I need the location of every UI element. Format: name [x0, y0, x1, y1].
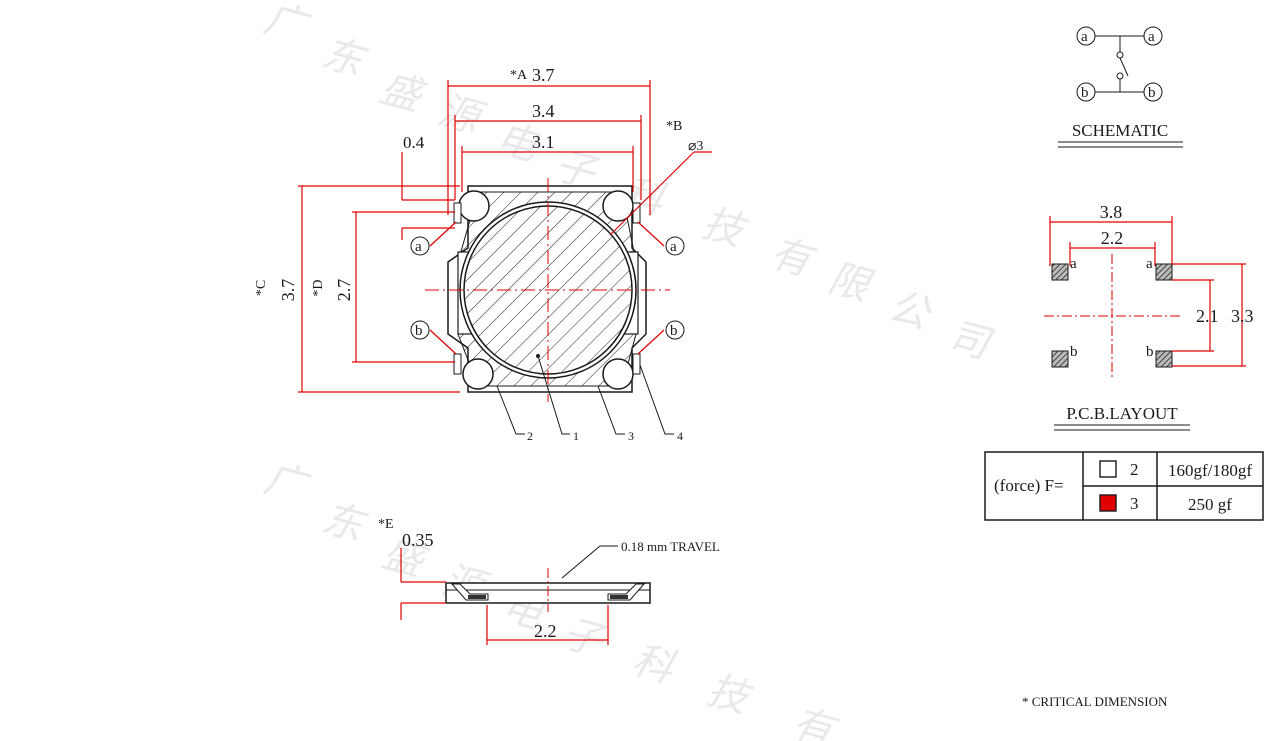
callout-leader-1 — [537, 355, 570, 435]
corner-bump — [458, 190, 490, 222]
pcb-pad — [1051, 350, 1069, 368]
pcb-b-left: b — [1070, 344, 1078, 360]
pcb-pad — [1155, 263, 1173, 281]
watermark-char: 源 — [433, 87, 489, 143]
force-code-2: 2 — [1130, 460, 1139, 479]
travel-leader — [561, 545, 618, 579]
switch-lever — [1119, 57, 1129, 77]
watermark-char: 盛 — [375, 65, 430, 121]
svg-text:a: a — [670, 239, 677, 255]
svg-text:a: a — [415, 239, 422, 255]
callout-3: 3 — [628, 429, 634, 443]
pcb-b-right: b — [1146, 344, 1154, 360]
pcb-pad — [1155, 350, 1173, 368]
dim-c-value: 3.7 — [278, 279, 298, 302]
terminal-label-a-left: a — [410, 236, 430, 256]
dim-a-value: 3.7 — [532, 65, 555, 85]
pcb-a-right: a — [1146, 256, 1153, 272]
pcb-dim-33: 3.3 — [1231, 306, 1254, 326]
pcb-dim-22: 2.2 — [1101, 228, 1124, 248]
callout-2: 2 — [527, 429, 533, 443]
pcb-layout: 3.8 2.2 a a b b 2.1 3.3 P.C.B.LAYOUT — [1044, 202, 1254, 431]
schematic-b-right: b — [1148, 85, 1156, 101]
terminal-tab — [453, 353, 462, 375]
force-table: (force) F= 2 160gf/180gf 3 250 gf — [984, 451, 1264, 521]
terminal-tab — [632, 353, 641, 375]
svg-text:b: b — [415, 323, 423, 339]
callout-4: 4 — [677, 429, 683, 443]
pcb-pad — [1051, 263, 1069, 281]
leader-terminal — [637, 329, 665, 355]
pcb-a-left: a — [1070, 256, 1077, 272]
pcb-title: P.C.B.LAYOUT — [1066, 404, 1178, 423]
terminal-label-b-right: b — [665, 320, 685, 340]
side-dim-22: 2.2 — [534, 621, 557, 641]
watermark-char: 东 — [317, 495, 371, 551]
dim-34-value: 3.4 — [532, 101, 555, 121]
watermark-char: 限 — [823, 255, 877, 311]
corner-bump — [462, 358, 494, 390]
top-view: a a b b *A 3.7 3.4 3.1 0.4 *B ⌀3 *C 3.7 … — [254, 65, 712, 443]
watermark-char: 科 — [627, 637, 679, 692]
watermark-char: 技 — [697, 200, 751, 256]
dim-d-prefix: *D — [311, 279, 326, 296]
callout-leader-3 — [597, 385, 625, 435]
callout-1: 1 — [573, 429, 579, 443]
force-value-2: 160gf/180gf — [1168, 461, 1252, 480]
leader-b — [609, 151, 695, 236]
terminal-tab — [453, 202, 462, 224]
watermark-char: 司 — [943, 313, 997, 369]
watermark-char: 公 — [883, 283, 936, 339]
watermark-char: 东 — [317, 30, 371, 86]
leader-terminal — [429, 221, 457, 247]
schematic-title: SCHEMATIC — [1072, 121, 1168, 140]
dim-b-prefix: *B — [666, 119, 682, 134]
callout-leader-4 — [639, 364, 674, 435]
watermark-char: 子 — [549, 142, 602, 198]
watermark-char: 有 — [787, 700, 842, 741]
dim-e-value: 0.35 — [402, 530, 434, 550]
critical-dimension-note: * CRITICAL DIMENSION — [1022, 694, 1168, 709]
force-swatch-3 — [1099, 494, 1117, 512]
watermark-char: 广 — [259, 455, 314, 511]
watermark-char: 子 — [557, 610, 610, 666]
pcb-dim-21: 2.1 — [1196, 306, 1219, 326]
terminal-label-b-left: b — [410, 320, 430, 340]
travel-text: 0.18 mm TRAVEL — [621, 539, 720, 554]
dim-d-value: 2.7 — [334, 279, 354, 302]
schematic-a-right: a — [1148, 29, 1155, 45]
dim-b-sub: ⌀3 — [688, 139, 703, 154]
terminal-label-a-right: a — [665, 236, 685, 256]
dim-31-value: 3.1 — [532, 132, 555, 152]
force-value-3: 250 gf — [1188, 495, 1232, 514]
dim-c-prefix: *C — [254, 280, 269, 296]
force-swatch-2 — [1099, 460, 1117, 478]
callout-leader-2 — [496, 385, 525, 435]
force-code-3: 3 — [1130, 494, 1139, 513]
watermark-char: 技 — [702, 667, 756, 723]
side-view: *E 0.35 0.18 mm TRAVEL 2.2 — [378, 517, 720, 645]
pcb-dim-38: 3.8 — [1100, 202, 1123, 222]
schematic-a-left: a — [1081, 29, 1088, 45]
watermark-char: 有 — [765, 230, 820, 286]
dim-04-value: 0.4 — [403, 133, 425, 152]
schematic: a a b b SCHEMATIC — [1058, 26, 1183, 148]
dim-a-prefix: *A — [510, 68, 528, 83]
schematic-b-left: b — [1081, 85, 1089, 101]
dim-e-prefix: *E — [378, 517, 394, 532]
corner-bump — [602, 358, 634, 390]
svg-text:b: b — [670, 323, 678, 339]
force-label: (force) F= — [994, 476, 1064, 495]
leader-terminal — [429, 329, 457, 355]
leader-terminal — [637, 221, 665, 247]
watermark-char: 广 — [259, 0, 314, 51]
